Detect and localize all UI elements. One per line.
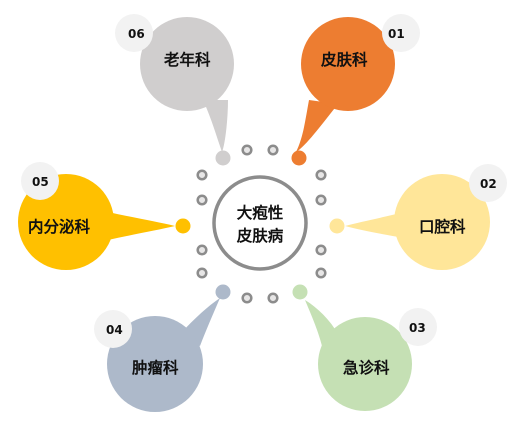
department-bubbles: 06 老年科 01 皮肤科 02 口腔科 03 急诊: [18, 14, 507, 412]
connector-dot: [292, 284, 308, 300]
bead-dot: [241, 292, 253, 304]
number-badge: [469, 164, 507, 202]
connector-dot: [329, 218, 345, 234]
bead-dot: [196, 267, 208, 279]
bead-dot: [196, 244, 208, 256]
department-bubble-endocrinology: 05 内分泌科: [18, 162, 191, 270]
bead-ring: [196, 144, 327, 304]
department-number: 03: [409, 321, 426, 335]
bead-dot: [315, 194, 327, 206]
number-badge: [382, 14, 420, 52]
connector-dot: [291, 150, 307, 166]
bubble-tail: [345, 212, 405, 238]
department-label: 急诊科: [343, 358, 390, 377]
department-label: 口腔科: [419, 217, 466, 236]
department-bubble-geriatrics: 06 老年科: [115, 14, 234, 166]
number-badge: [21, 162, 59, 200]
bubble-body: [107, 316, 203, 412]
connector-dot: [215, 150, 231, 166]
bead-dot: [315, 169, 327, 181]
department-number: 06: [128, 27, 145, 41]
number-badge: [115, 14, 153, 52]
center-title-line2: 皮肤病: [237, 226, 284, 245]
bubble-tail: [296, 100, 338, 152]
bead-dot: [267, 144, 279, 156]
number-badge: [94, 310, 132, 348]
number-badge: [399, 308, 437, 346]
bubble-body: [394, 174, 490, 270]
department-number: 01: [388, 27, 405, 41]
center-hub: 大疱性 皮肤病: [212, 175, 308, 271]
bubble-tail: [108, 212, 175, 240]
connector-dot: [175, 218, 191, 234]
department-label: 肿瘤科: [132, 358, 179, 377]
center-ring: [212, 175, 308, 271]
department-bubble-dermatology: 01 皮肤科: [291, 14, 420, 166]
department-label: 老年科: [163, 50, 211, 69]
bubble-body: [301, 17, 395, 111]
bead-dot: [196, 194, 208, 206]
bubble-tail: [203, 100, 228, 152]
bubble-body: [140, 17, 234, 111]
department-label: 内分泌科: [28, 217, 91, 236]
department-number: 02: [480, 177, 497, 191]
department-bubble-stomatology: 02 口腔科: [329, 164, 507, 270]
bead-dot: [315, 267, 327, 279]
department-number: 05: [32, 175, 49, 189]
department-bubble-oncology: 04 肿瘤科: [94, 284, 231, 412]
bead-dot: [196, 169, 208, 181]
bead-dot: [241, 144, 253, 156]
bead-dot: [267, 292, 279, 304]
connector-dot: [215, 284, 231, 300]
department-bubble-emergency: 03 急诊科: [292, 284, 437, 411]
bead-dot: [315, 244, 327, 256]
department-label: 皮肤科: [321, 50, 368, 69]
center-title-line1: 大疱性: [237, 203, 284, 222]
department-number: 04: [106, 323, 123, 337]
bubble-body: [318, 317, 412, 411]
